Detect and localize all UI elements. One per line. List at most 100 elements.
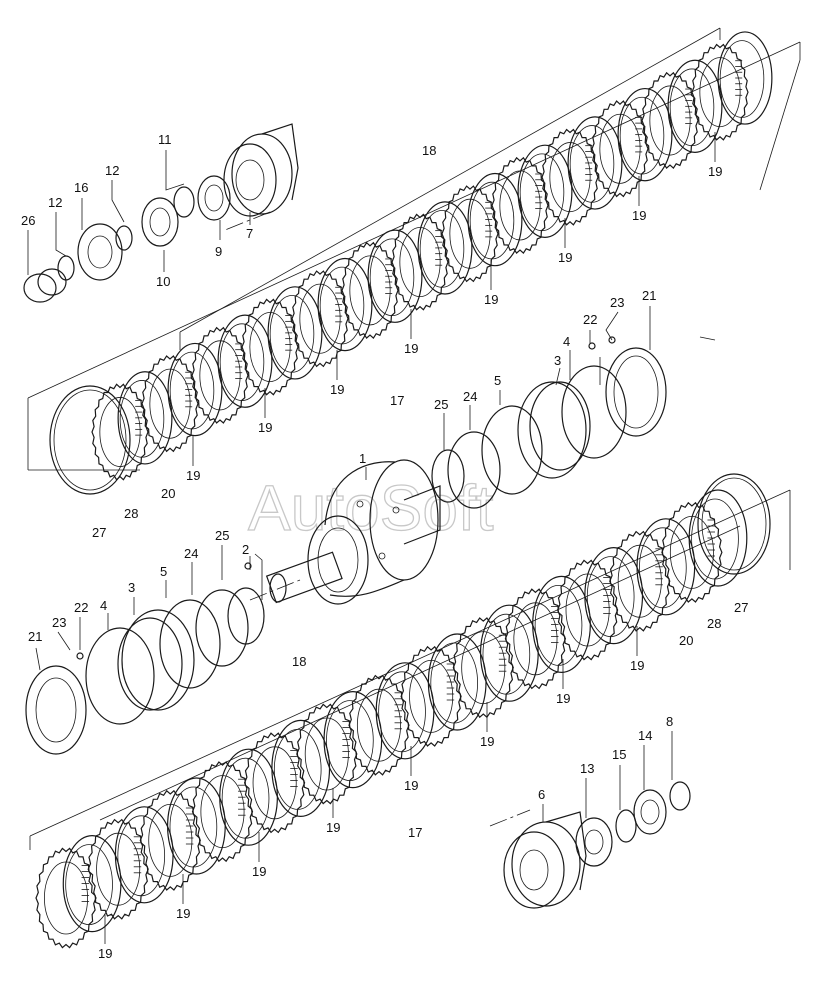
callout-27-upper: 27	[92, 525, 106, 540]
lower-pack-plate-bore	[617, 544, 662, 618]
callout-16: 16	[74, 180, 88, 195]
lower-pack-plate-bore	[44, 861, 89, 935]
upper-pack-steel-plate	[541, 128, 599, 226]
callout-21-lower: 21	[28, 629, 42, 644]
callout-2-lower: 2	[242, 542, 249, 557]
lower-pack-friction-inner	[691, 498, 739, 580]
lower-pack-plate-bore	[252, 746, 297, 820]
lower-pack-plate-bore	[96, 832, 141, 906]
lower-pack-steel-plate	[661, 501, 723, 603]
upper-pack-friction-disc	[567, 116, 623, 210]
upper-pack-disc	[567, 116, 623, 210]
callout-5-upper: 5	[494, 373, 501, 388]
upper-pack-friction-inner	[219, 323, 265, 402]
upper-gear-group	[23, 123, 299, 303]
callout-22-lower: 22	[74, 600, 88, 615]
lower-pack-steel-plate	[87, 818, 149, 920]
callout-25-lower: 25	[215, 528, 229, 543]
lower-pack-steel-plate	[296, 703, 358, 805]
upper-pack-plate-bore	[349, 255, 391, 326]
callout-11: 11	[158, 132, 172, 147]
callout-21-upper: 21	[642, 288, 656, 303]
lower-pack-plate-bore	[304, 717, 349, 791]
upper-pack-disc	[467, 172, 523, 267]
upper-pack-friction-inner	[569, 125, 615, 203]
lower-pack-steel-plate	[348, 674, 410, 776]
callout-19: 19	[176, 906, 190, 921]
upper-pack-plate-bore	[549, 142, 591, 213]
callout-18-lower: 18	[292, 654, 306, 669]
upper-pack-disc	[317, 257, 373, 352]
callout-23-lower: 23	[52, 615, 66, 630]
lower-pack-friction-inner	[482, 613, 531, 695]
lower-pack-steel-plate	[139, 789, 201, 891]
callout-24-lower: 24	[184, 546, 198, 561]
lower-pack-plate-bore	[513, 602, 558, 676]
upper-pack-disc	[117, 371, 173, 465]
lower-pack-steel-plate	[504, 588, 567, 690]
upper-pack-plate-bore	[449, 198, 491, 269]
callout-28-lower: 28	[707, 616, 721, 631]
upper-pack-steel-plate	[591, 100, 649, 198]
upper-pack-plate-bore	[99, 397, 141, 467]
upper-pack-friction-inner	[369, 238, 415, 317]
callout-20-upper: 20	[161, 486, 175, 501]
upper-pack-steel-plate	[241, 298, 299, 396]
upper-pack-plate-bore	[299, 283, 341, 354]
lower-pack-steel-plate	[400, 645, 462, 747]
lower-pack-plate-bore	[409, 660, 454, 733]
upper-piston-group	[431, 336, 667, 509]
upper-pack-brackets	[27, 27, 801, 471]
upper-pack-plate-bore	[499, 170, 541, 241]
callout-15: 15	[612, 747, 626, 762]
callout-19: 19	[252, 864, 266, 879]
callout-19: 19	[404, 341, 418, 356]
callout-19: 19	[558, 250, 572, 265]
lower-pack-friction-inner	[117, 815, 166, 897]
upper-pack-friction-inner	[119, 380, 165, 458]
lower-pack-friction-inner	[378, 671, 426, 753]
lower-pack-plate-bore	[200, 775, 245, 848]
upper-pack-friction-disc	[117, 371, 173, 465]
upper-pack-disc	[517, 144, 573, 238]
upper-pack-friction-disc	[317, 257, 373, 352]
callout-7: 7	[246, 226, 253, 241]
callout-10: 10	[156, 274, 170, 289]
callout-17-lower: 17	[408, 825, 422, 840]
upper-pack-friction-disc	[367, 229, 423, 323]
callout-labels: 1 2 3 3 4 4 5 5 6 7 8 9 10 11 12 12 13 1…	[21, 132, 748, 840]
callout-24-upper: 24	[463, 389, 477, 404]
upper-pack-friction-inner	[619, 96, 665, 175]
upper-pack-friction-inner	[169, 351, 215, 430]
lower-pack-disc	[219, 748, 278, 846]
upper-pack-friction-disc	[467, 172, 523, 267]
upper-pack-plate-bore	[699, 57, 741, 128]
upper-pack-friction-disc	[267, 286, 323, 380]
callout-19: 19	[484, 292, 498, 307]
upper-pack-disc	[441, 185, 499, 283]
callout-19: 19	[630, 658, 644, 673]
upper-pack-steel-plate	[391, 213, 449, 311]
upper-pack-friction-disc	[667, 59, 723, 154]
callout-19: 19	[186, 468, 200, 483]
upper-pack-disc	[291, 270, 349, 368]
lower-pack-plate-bore	[461, 631, 506, 704]
callout-5-lower: 5	[160, 564, 167, 579]
upper-pack-friction-inner	[319, 266, 365, 345]
callout-27-lower: 27	[734, 600, 748, 615]
callout-14: 14	[638, 728, 652, 743]
callout-19: 19	[330, 382, 344, 397]
upper-pack-steel-plate	[441, 185, 499, 283]
upper-pack-steel-plate	[141, 355, 199, 453]
leader-lines	[27, 150, 673, 822]
callout-19: 19	[326, 820, 340, 835]
callout-8: 8	[666, 714, 673, 729]
callout-20-lower: 20	[679, 633, 693, 648]
callout-19: 19	[98, 946, 112, 961]
lower-pack-plate-bore	[669, 516, 714, 589]
lower-pack-steel-plate	[452, 617, 514, 719]
callout-4-lower: 4	[100, 598, 107, 613]
part-1-clutch-drum	[265, 459, 441, 605]
callout-18-upper: 18	[422, 143, 436, 158]
upper-pack-friction-disc	[617, 87, 673, 182]
